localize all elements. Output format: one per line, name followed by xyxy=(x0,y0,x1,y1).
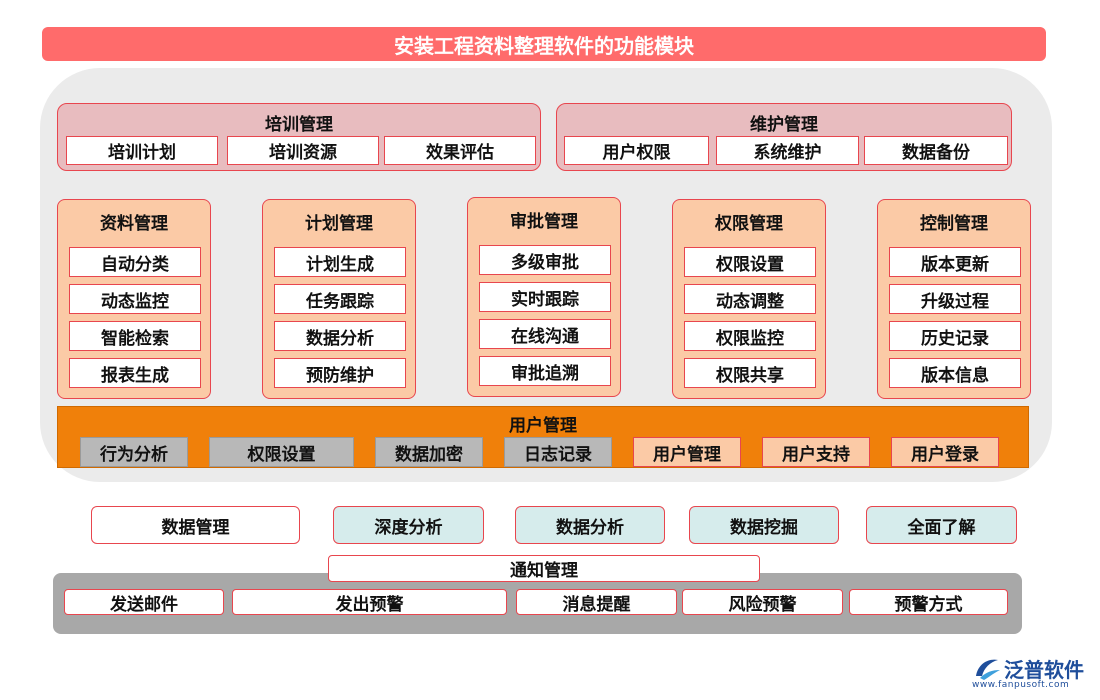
notify-item-risk-warning: 风险预警 xyxy=(682,589,843,615)
logo-url: www.fanpusoft.com xyxy=(972,680,1070,690)
middle-item-data-management: 数据管理 xyxy=(91,506,300,544)
maintenance-item-backup: 数据备份 xyxy=(864,136,1008,165)
module-item: 权限共享 xyxy=(684,358,816,388)
maintenance-item-system: 系统维护 xyxy=(716,136,859,165)
module-item: 智能检索 xyxy=(69,321,201,351)
middle-item-data-mining: 数据挖掘 xyxy=(689,506,839,544)
training-item-plan: 培训计划 xyxy=(66,136,218,165)
module-title: 审批管理 xyxy=(510,211,578,232)
user-item-data-encryption: 数据加密 xyxy=(375,437,483,467)
middle-item-deep-analysis: 深度分析 xyxy=(333,506,484,544)
module-item: 报表生成 xyxy=(69,358,201,388)
user-item-user-management: 用户管理 xyxy=(633,437,741,467)
notification-title: 通知管理 xyxy=(328,555,760,582)
module-title: 资料管理 xyxy=(100,213,168,234)
module-item: 计划生成 xyxy=(274,247,406,277)
module-title: 计划管理 xyxy=(305,213,373,234)
training-item-evaluation: 效果评估 xyxy=(384,136,536,165)
module-item: 任务跟踪 xyxy=(274,284,406,314)
maintenance-title: 维护管理 xyxy=(750,114,818,135)
module-document: 资料管理 自动分类 动态监控 智能检索 报表生成 xyxy=(57,199,211,399)
user-item-behavior-analysis: 行为分析 xyxy=(80,437,188,467)
module-title: 控制管理 xyxy=(920,213,988,234)
notify-item-warning-method: 预警方式 xyxy=(849,589,1008,615)
module-item: 版本更新 xyxy=(889,247,1021,277)
module-plan: 计划管理 计划生成 任务跟踪 数据分析 预防维护 xyxy=(262,199,416,399)
logo-name: 泛普软件 xyxy=(1004,658,1084,682)
module-item: 在线沟通 xyxy=(479,319,611,349)
training-item-resource: 培训资源 xyxy=(227,136,379,165)
training-title: 培训管理 xyxy=(265,114,333,135)
page-title: 安装工程资料整理软件的功能模块 xyxy=(42,27,1046,61)
middle-item-full-understanding: 全面了解 xyxy=(866,506,1017,544)
module-item: 预防维护 xyxy=(274,358,406,388)
module-item: 版本信息 xyxy=(889,358,1021,388)
module-control: 控制管理 版本更新 升级过程 历史记录 版本信息 xyxy=(877,199,1031,399)
module-item: 审批追溯 xyxy=(479,356,611,386)
module-item: 多级审批 xyxy=(479,245,611,275)
maintenance-item-permission: 用户权限 xyxy=(564,136,709,165)
module-item: 自动分类 xyxy=(69,247,201,277)
module-item: 权限设置 xyxy=(684,247,816,277)
module-item: 动态监控 xyxy=(69,284,201,314)
brand-logo: 泛普软件 www.fanpusoft.com xyxy=(970,652,1094,692)
user-item-log-record: 日志记录 xyxy=(504,437,612,467)
module-approval: 审批管理 多级审批 实时跟踪 在线沟通 审批追溯 xyxy=(467,197,621,397)
module-permission: 权限管理 权限设置 动态调整 权限监控 权限共享 xyxy=(672,199,826,399)
module-item: 升级过程 xyxy=(889,284,1021,314)
module-item: 实时跟踪 xyxy=(479,282,611,312)
module-item: 动态调整 xyxy=(684,284,816,314)
notify-item-message-reminder: 消息提醒 xyxy=(516,589,677,615)
notify-item-issue-warning: 发出预警 xyxy=(232,589,507,615)
user-management-title: 用户管理 xyxy=(509,415,577,436)
middle-item-data-analysis: 数据分析 xyxy=(515,506,665,544)
user-item-user-support: 用户支持 xyxy=(762,437,870,467)
user-item-permission-settings: 权限设置 xyxy=(209,437,354,467)
logo-mark-icon xyxy=(976,659,1000,680)
user-item-user-login: 用户登录 xyxy=(891,437,999,467)
module-item: 数据分析 xyxy=(274,321,406,351)
notify-item-send-email: 发送邮件 xyxy=(64,589,224,615)
module-title: 权限管理 xyxy=(715,213,783,234)
module-item: 历史记录 xyxy=(889,321,1021,351)
module-item: 权限监控 xyxy=(684,321,816,351)
